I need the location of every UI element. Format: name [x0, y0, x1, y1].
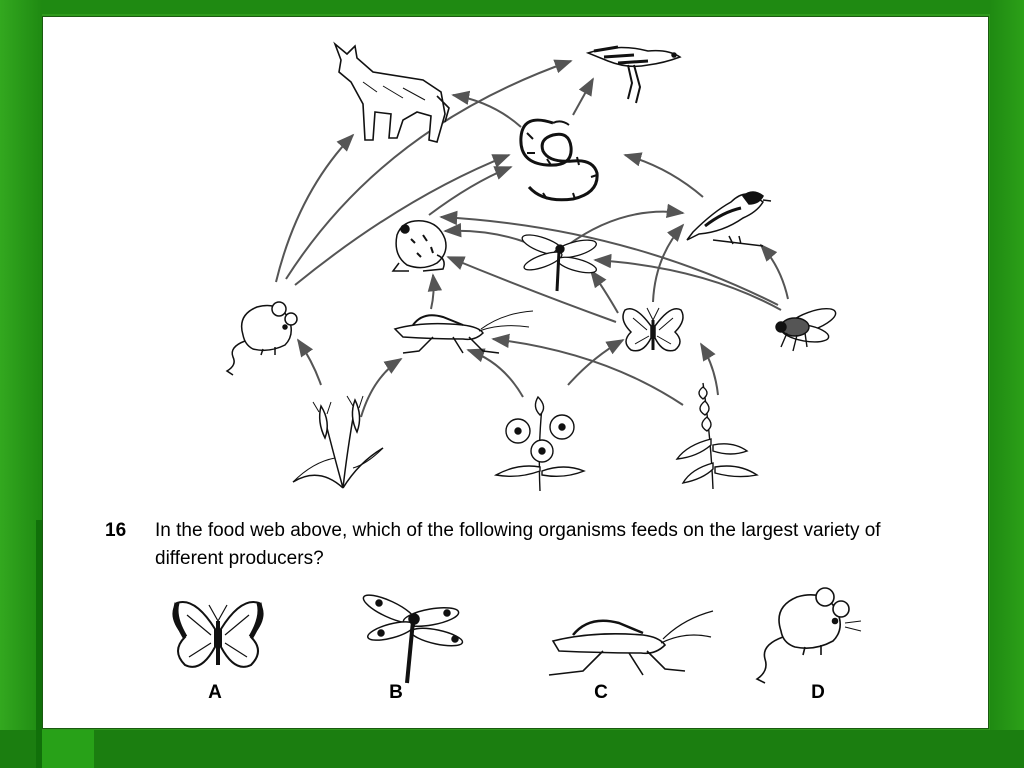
arrow-fly-to-frog — [439, 210, 779, 306]
arrow-flower-to-butterfly — [567, 339, 625, 386]
butterfly-icon — [622, 307, 684, 352]
arrow-dragonfly-to-bird — [567, 203, 685, 246]
slide: 16 In the food web above, which of the f… — [42, 16, 989, 729]
background-bottom-accent — [42, 730, 94, 768]
choice-c-grasshopper-icon — [548, 610, 714, 676]
choice-d-mouse-icon — [755, 587, 862, 684]
arrow-butterfly-to-dragonfly — [589, 269, 619, 314]
choice-b-dragonfly-icon — [362, 594, 464, 684]
arrow-mouse-to-snake — [294, 154, 511, 286]
food-web-arrows — [275, 59, 789, 418]
fly-icon — [775, 308, 837, 352]
choice-a-label[interactable]: A — [208, 682, 222, 703]
wolf-icon — [333, 41, 450, 143]
background-bottom-band — [0, 730, 1024, 768]
dragonfly-icon — [521, 234, 598, 292]
arrow-mouse-to-wolf — [275, 133, 355, 283]
question-number: 16 — [105, 520, 127, 541]
background-left-strip — [36, 520, 42, 768]
arrow-dragonfly-to-frog — [443, 223, 526, 243]
arrow-fly-to-dragonfly — [593, 253, 782, 311]
arrow-wheat-to-mouse — [296, 338, 322, 386]
food-web-diagram — [172, 41, 862, 684]
background-right-band — [990, 0, 1024, 768]
wheat-icon — [292, 395, 384, 489]
arrow-butterfly-to-bird — [652, 223, 685, 303]
arrow-frog-to-snake — [428, 166, 513, 216]
question-text: In the food web above, which of the foll… — [155, 520, 881, 569]
arrow-snake-to-hawk — [572, 77, 594, 116]
arrow-snake-to-wolf — [451, 90, 522, 128]
background-left-band — [0, 0, 42, 768]
choice-a-butterfly-icon — [172, 601, 264, 668]
weed-icon — [675, 382, 759, 490]
choice-d-label[interactable]: D — [811, 682, 825, 703]
arrow-bird-to-snake — [623, 152, 704, 198]
arrow-weed-to-grasshopper — [491, 333, 684, 406]
hawk-icon — [585, 45, 682, 104]
arrow-wheat-to-grasshopper — [360, 358, 403, 418]
snake-icon — [519, 118, 599, 202]
flower-icon — [493, 395, 586, 492]
background-top-band — [0, 0, 1024, 14]
arrow-weed-to-butterfly — [700, 342, 719, 396]
arrow-mouse-to-hawk — [285, 59, 573, 280]
arrow-grasshopper-to-frog — [427, 273, 443, 310]
arrow-flower-to-grasshopper — [466, 348, 524, 398]
choice-c-label[interactable]: C — [594, 682, 608, 703]
choice-b-label[interactable]: B — [389, 682, 403, 703]
frog-icon — [391, 220, 447, 272]
arrow-butterfly-to-frog — [446, 256, 617, 323]
bird-icon — [686, 191, 772, 247]
grasshopper-icon — [393, 310, 534, 354]
arrow-fly-to-bird — [759, 243, 789, 300]
mouse-icon — [225, 301, 298, 376]
